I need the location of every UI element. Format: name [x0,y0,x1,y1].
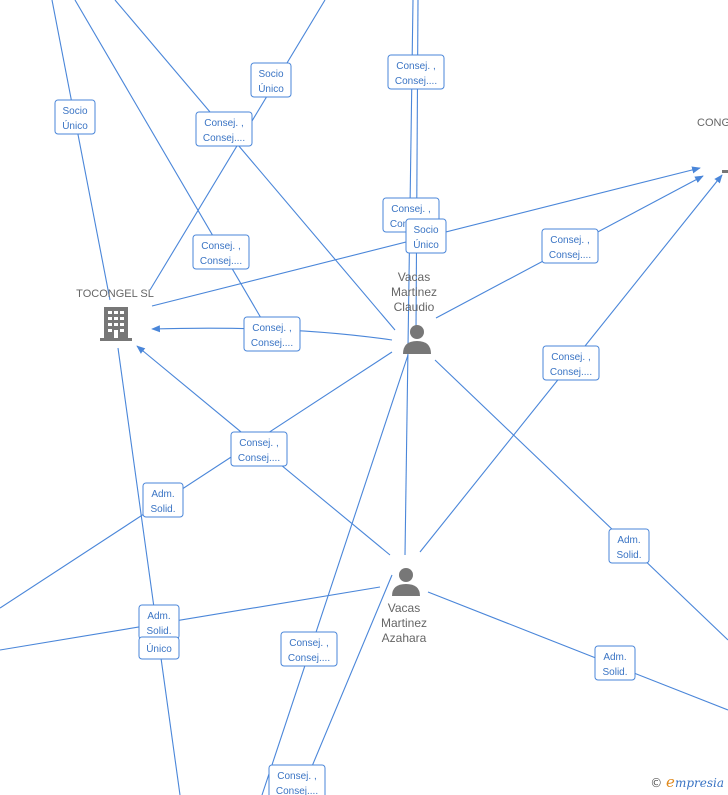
edge-label[interactable]: Adm. Solid. [138,604,180,640]
edge-label-line: Adm. [603,652,626,663]
edge-label-line: Consej.... [288,653,330,664]
edge-label-line: Consej. , [289,638,328,649]
edge[interactable] [427,591,728,711]
edge[interactable] [0,351,393,609]
edge-label-line: Consej.... [276,786,318,795]
edge[interactable] [114,0,396,331]
person-name-line: Vacas [398,270,430,284]
edge-label[interactable]: Consej. , Consej.... [243,316,301,352]
building-icon [722,170,728,173]
edge[interactable] [117,347,181,795]
copyright-symbol: © [650,776,663,790]
edge-label-line: Consej.... [550,367,592,378]
person-name-line: Martinez [381,616,427,630]
person-name-line: Martinez [391,285,437,299]
edge-label-line: Consej.... [251,338,293,349]
edge-label-line: Único [258,82,284,95]
person-node-azahara[interactable]: Vacas Martinez Azahara [381,568,427,645]
company-node-cong[interactable]: CONG [697,117,728,173]
edge-label-line: Solid. [146,626,171,637]
edge-label-line: Consej. , [550,235,589,246]
empresia-watermark: © empresia [650,773,724,791]
edge-label-line: Consej.... [238,453,280,464]
edge[interactable] [51,0,111,301]
person-name-line: Azahara [382,631,427,645]
edge-label-line: Adm. [617,535,640,546]
person-node-claudio[interactable]: Vacas Martinez Claudio [391,270,437,354]
person-name-line: Vacas [388,601,420,615]
edge-label[interactable]: Consej. , Consej.... [387,54,445,90]
edge[interactable] [404,0,414,556]
edge-label[interactable]: Adm. Solid. [142,482,184,518]
edge-label-line: Solid. [616,550,641,561]
edge-label[interactable]: Adm. Solid. [594,645,636,681]
edge-label[interactable]: Consej. , Consej.... [192,234,250,270]
edge-label[interactable]: Consej. , Consej.... [268,764,326,795]
edge-label-line: Adm. [147,611,170,622]
edge-label-line: Socio [62,106,87,117]
edge-label-line: Único [62,119,88,132]
edge[interactable] [299,574,393,795]
edge[interactable] [74,0,269,331]
person-icon [392,568,420,596]
edge-label-line: Consej. , [252,323,291,334]
edge-label-line: Consej. , [239,438,278,449]
company-label: CONG [697,117,728,129]
edge-label-line: Socio [413,225,438,236]
edge-label-line: Consej. , [396,61,435,72]
company-label: TOCONGEL SL [76,288,154,300]
edge-label-line: Único [146,642,172,655]
edge-label[interactable]: Adm. Solid. [608,528,650,564]
edge-label[interactable]: Consej. , Consej.... [280,631,338,667]
edge[interactable] [434,359,728,641]
edge-label-line: Único [413,238,439,251]
edge-label-line: Consej. , [551,352,590,363]
brand-initial: e [666,773,675,791]
edge-label-line: Solid. [602,667,627,678]
building-icon [100,307,132,341]
edge[interactable] [261,354,409,795]
edge-label-line: Adm. [151,489,174,500]
edge-label-line: Consej. , [201,241,240,252]
person-icon [403,325,431,354]
edge-label-line: Consej. , [204,118,243,129]
edge-label[interactable]: Consej. , Consej.... [230,431,288,467]
edge-label-line: Socio [258,69,283,80]
brand-name: mpresia [674,776,724,790]
edge[interactable] [0,586,381,651]
edge-label[interactable]: Consej. , Consej.... [542,345,600,381]
edge-label[interactable]: Único [138,636,180,660]
edge-label-line: Consej.... [200,256,242,267]
company-node-tocongel[interactable]: TOCONGEL SL [76,288,154,341]
edge-label-line: Consej.... [395,76,437,87]
edge-label-line: Consej. , [391,204,430,215]
edge-label-line: Consej.... [549,250,591,261]
person-name-line: Claudio [394,300,435,314]
edge-label-line: Solid. [150,504,175,515]
edge-label[interactable]: Consej. , Consej.... [195,111,253,147]
edge-label[interactable]: Consej. , Consej.... [541,228,599,264]
edge-label-line: Consej. , [277,771,316,782]
edge-label-line: Consej.... [203,133,245,144]
